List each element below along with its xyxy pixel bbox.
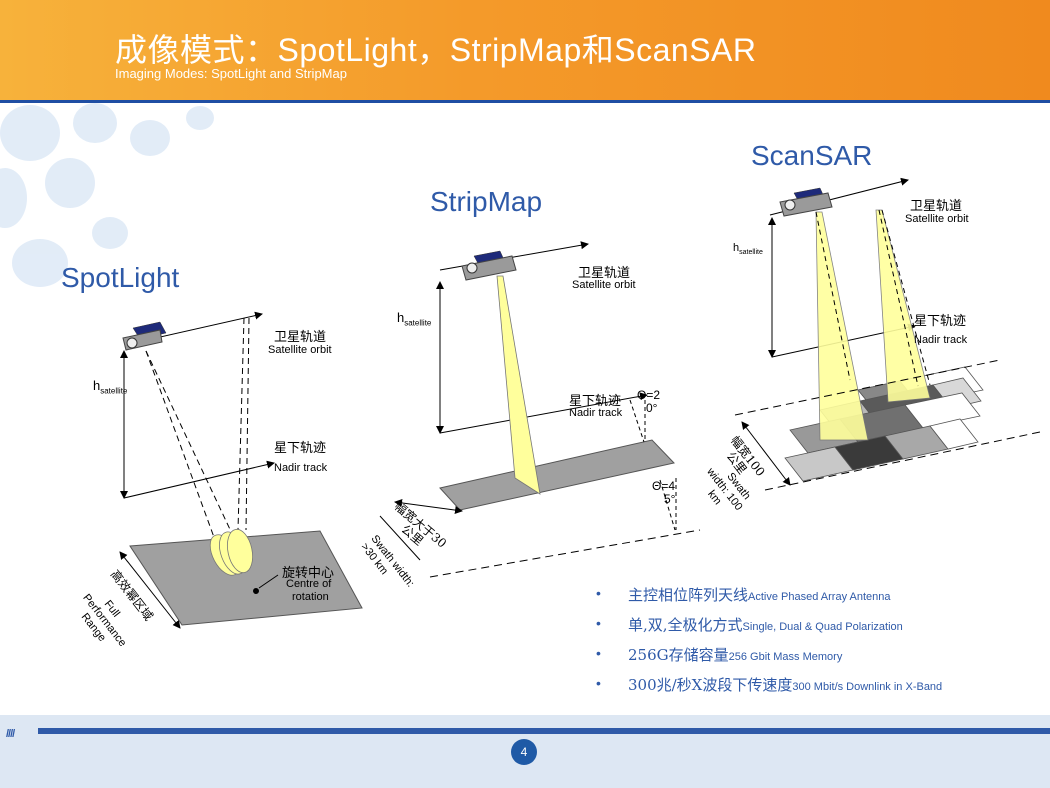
footer-bar	[38, 728, 1050, 734]
header-banner	[0, 0, 1050, 103]
theta1-label: Θ=2 0°	[637, 388, 661, 415]
stripmap-nadir-label-en: Nadir track	[569, 407, 623, 419]
bullet-dot: •	[596, 585, 601, 601]
scansar-nadir-label-en: Nadir track	[914, 334, 968, 346]
theta2-label: Θ=4 5°	[652, 479, 676, 506]
stripmap-h-label: hsatellite	[397, 310, 432, 328]
spotlight-diagram	[119, 311, 363, 629]
page-number: 4	[511, 739, 537, 765]
scansar-h-label: hsatellite	[733, 242, 763, 257]
spotlight-orbit-label-cn: 卫星轨道	[274, 330, 327, 345]
stripmap-diagram	[379, 241, 701, 578]
spotlight-satellite-icon	[122, 321, 167, 351]
rotation-label-cn: 旋转中心	[282, 566, 335, 581]
spotlight-h-label: hsatellite	[93, 378, 128, 396]
stripmap-title: StripMap	[430, 186, 543, 217]
stripmap-orbit-label-cn: 卫星轨道	[578, 266, 631, 281]
stripmap-satellite-icon	[461, 250, 517, 281]
scansar-title: ScanSAR	[751, 140, 873, 171]
scansar-orbit-label-en: Satellite orbit	[905, 213, 969, 225]
list-item: • 主控相位阵列天线Active Phased Array Antenna	[596, 585, 891, 604]
stripmap-nadir-label-cn: 星下轨迹	[569, 394, 622, 409]
bullet-dot: •	[596, 675, 601, 691]
scansar-nadir-label-cn: 星下轨迹	[914, 314, 967, 329]
scansar-diagram	[734, 177, 1041, 491]
spotlight-nadir-label-cn: 星下轨迹	[274, 441, 327, 456]
stripmap-orbit-label-en: Satellite orbit	[572, 279, 636, 291]
bullet-dot: •	[596, 615, 601, 631]
scansar-satellite-icon	[779, 187, 833, 217]
list-item: • 256G存储容量256 Gbit Mass Memory	[596, 645, 843, 664]
spotlight-title: SpotLight	[61, 262, 180, 293]
page-subtitle: Imaging Modes: SpotLight and StripMap	[115, 66, 347, 81]
list-item: • 单,双,全极化方式Single, Dual & Quad Polarizat…	[596, 615, 903, 634]
list-item: • 300兆/秒X波段下传速度300 Mbit/s Downlink in X-…	[596, 675, 943, 694]
header-divider	[0, 100, 1050, 103]
rotation-label-en-2: rotation	[292, 591, 329, 603]
decorative-circles	[0, 103, 214, 287]
spotlight-nadir-label-en: Nadir track	[274, 462, 328, 474]
rotation-label-en-1: Centre of	[286, 578, 332, 590]
footer-stripes: ////	[6, 728, 15, 740]
bullet-dot: •	[596, 645, 601, 661]
page-title: 成像模式：SpotLight，StripMap和ScanSAR	[115, 32, 757, 68]
spotlight-orbit-label-en: Satellite orbit	[268, 344, 332, 356]
scansar-orbit-label-cn: 卫星轨道	[910, 199, 963, 214]
feature-list: • 主控相位阵列天线Active Phased Array Antenna • …	[596, 584, 1036, 704]
